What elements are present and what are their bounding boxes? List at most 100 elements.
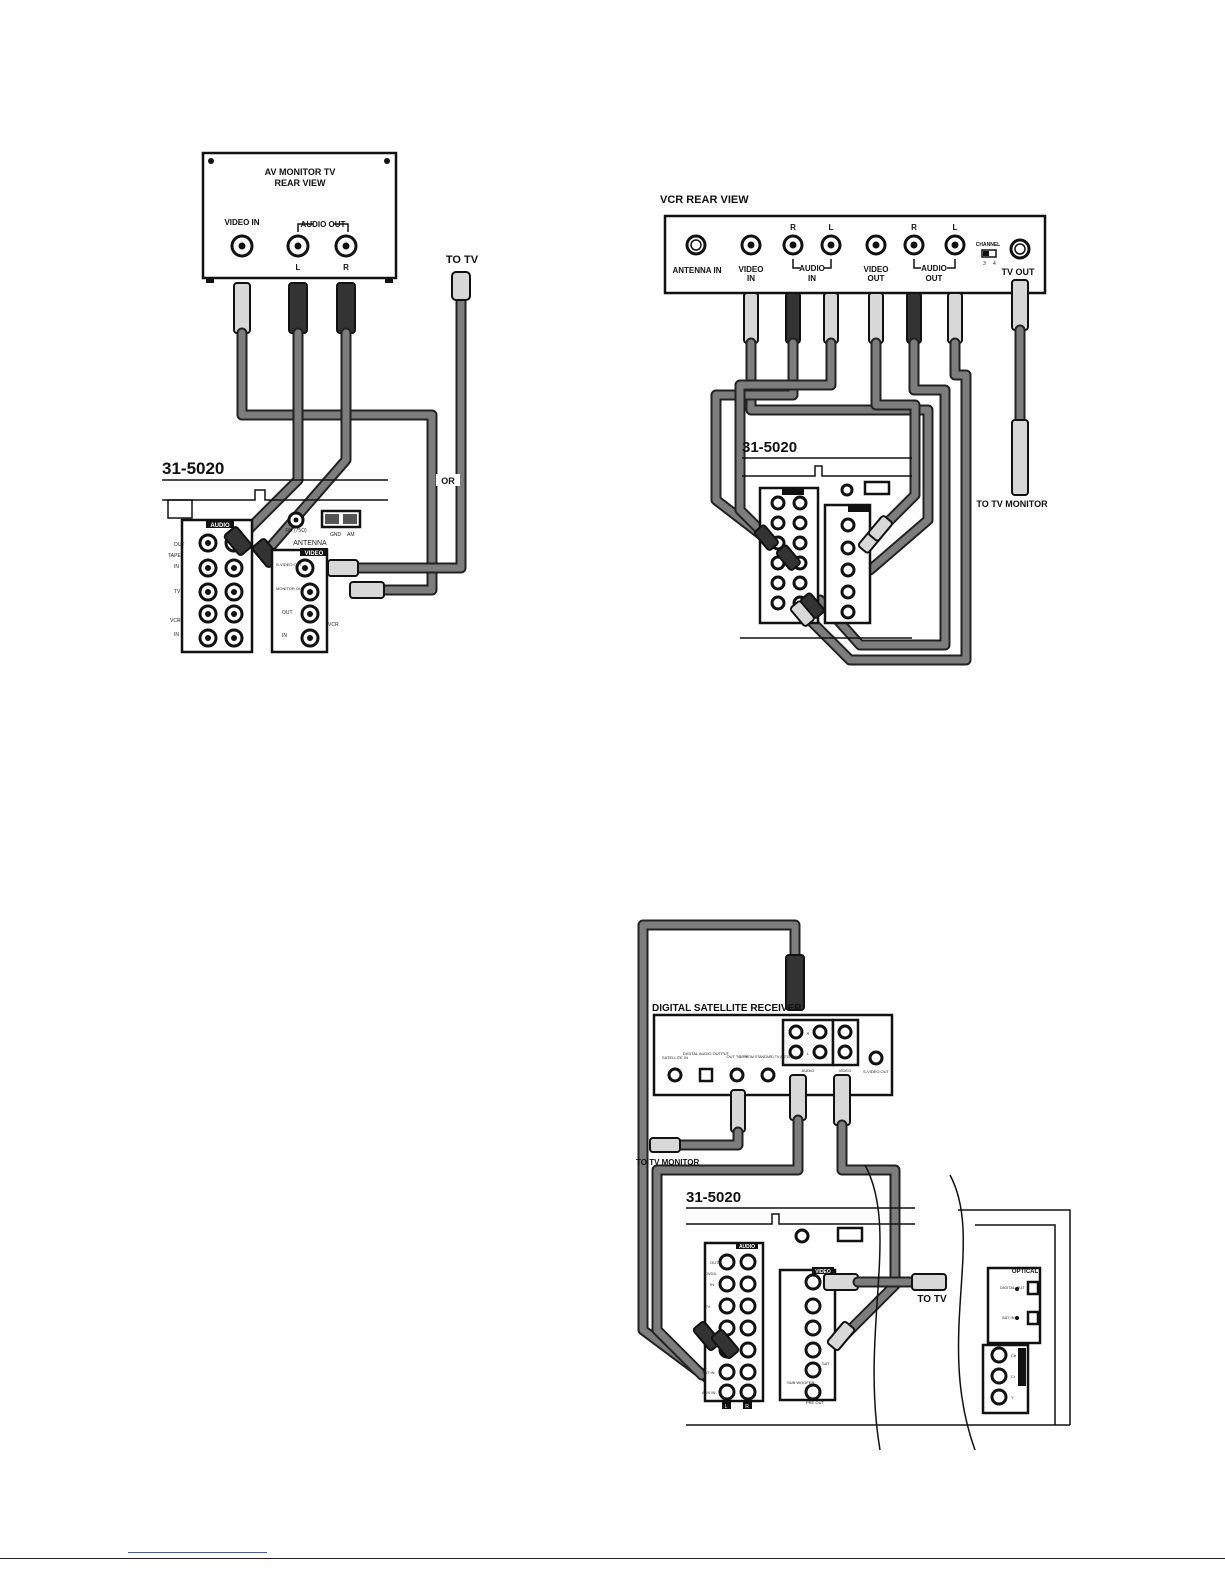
svg-text:L: L: [807, 1051, 810, 1056]
svg-text:R: R: [745, 1404, 749, 1410]
svg-text:MONITOR OUT: MONITOR OUT: [276, 586, 305, 591]
svg-text:AUX IN: AUX IN: [702, 1390, 715, 1395]
svg-text:OUT: OUT: [926, 274, 943, 283]
coax-plug: [1011, 279, 1029, 331]
monitor-subtitle: REAR VIEW: [274, 178, 326, 188]
coax-plug: [1011, 419, 1029, 496]
svg-text:SAT: SAT: [822, 1361, 830, 1366]
svideo-loop-cable: [639, 921, 799, 1384]
svg-text:TO TV MONITOR: TO TV MONITOR: [636, 1158, 699, 1167]
rca-plug: [233, 282, 251, 334]
svg-text:ANTENNA: ANTENNA: [293, 540, 327, 547]
vcr-cable: [796, 339, 970, 664]
svg-text:4: 4: [993, 261, 996, 267]
audio-jacks: [198, 533, 244, 648]
svg-text:CHANNEL: CHANNEL: [976, 242, 1000, 248]
svg-text:AUDIO: AUDIO: [799, 264, 825, 273]
video-cable: [238, 329, 436, 594]
svg-text:TV OUT: TV OUT: [1002, 267, 1036, 277]
rca-plug: [833, 1074, 851, 1126]
antenna-in-jack: [685, 234, 707, 256]
svg-text:R: R: [911, 223, 917, 232]
footer-rule: [0, 1558, 1225, 1559]
svg-text:AUDIO: AUDIO: [739, 1244, 755, 1250]
svg-text:S-VIDEO OUT: S-VIDEO OUT: [863, 1069, 890, 1074]
svg-text:SUB WOOFER: SUB WOOFER: [787, 1380, 814, 1385]
rca-plug: [947, 292, 963, 344]
svg-text:SAT IN: SAT IN: [1002, 1315, 1015, 1320]
svg-text:VCR: VCR: [328, 622, 339, 628]
footer-link-underline[interactable]: [128, 1552, 267, 1553]
screw-icon: [208, 158, 214, 164]
svg-text:VIDEO: VIDEO: [305, 551, 324, 557]
svg-text:DIGITAL AUDIO OUTPUT: DIGITAL AUDIO OUTPUT: [683, 1051, 730, 1056]
video-cable: [838, 1121, 899, 1339]
svg-text:SATELLITE IN: SATELLITE IN: [662, 1055, 688, 1060]
svg-text:VIDEO: VIDEO: [864, 265, 889, 274]
svg-text:3: 3: [983, 261, 986, 267]
svg-text:L: L: [829, 223, 834, 232]
audio-bracket: [297, 223, 349, 232]
svg-text:R: R: [807, 1031, 810, 1036]
svg-text:AM: AM: [347, 532, 355, 538]
svg-text:OUT: OUT: [868, 274, 885, 283]
coax-cable: [671, 1128, 742, 1149]
vcr-cable: [712, 339, 797, 544]
channel-switch: [981, 249, 997, 258]
svg-text:L: L: [725, 1404, 728, 1410]
svideo-cable: [346, 296, 465, 572]
svg-text:IN FROM STANDARD TV ANTENNA: IN FROM STANDARD TV ANTENNA: [739, 1055, 797, 1059]
vcr-cable: [736, 339, 835, 564]
svideo-plug: [327, 559, 359, 577]
svg-text:SAT IN: SAT IN: [702, 1370, 715, 1375]
svg-text:IN: IN: [747, 274, 755, 283]
svg-text:IN: IN: [808, 274, 816, 283]
svg-text:VCR: VCR: [170, 618, 181, 624]
svg-text:OUT: OUT: [282, 610, 293, 616]
svg-text:IN: IN: [282, 633, 287, 639]
svg-text:OUT: OUT: [710, 1260, 719, 1265]
monitor-title: AV MONITOR TV: [265, 167, 336, 177]
svg-text:S-VIDEO OUT: S-VIDEO OUT: [276, 562, 303, 567]
diagram-av-monitor: AV MONITOR TV REAR VIEW VIDEO IN AUDIO O…: [162, 151, 479, 654]
diagram-satellite: DIGITAL SATELLITE RECEIVER AUDIO VIDEO S…: [636, 919, 1071, 1451]
model-label: 31-5020: [162, 459, 224, 478]
video-in-label: VIDEO IN: [224, 218, 259, 227]
svideo-plug: [451, 271, 471, 301]
rca-plug: [349, 581, 385, 599]
svg-text:OPTICAL: OPTICAL: [1012, 1269, 1039, 1275]
screw-icon: [384, 158, 390, 164]
audio-out-label: AUDIO OUT: [301, 220, 346, 229]
svg-text:Cb: Cb: [1011, 1353, 1017, 1358]
svg-text:OUT TO TV: OUT TO TV: [726, 1054, 747, 1059]
to-tv-label: TO TV: [446, 254, 479, 266]
panel-foot: [385, 278, 393, 283]
svg-text:IN: IN: [174, 632, 179, 638]
svg-text:DIGITAL OUT: DIGITAL OUT: [1000, 1285, 1025, 1290]
svg-text:L: L: [953, 223, 958, 232]
rca-plug: [223, 526, 253, 556]
svg-text:TV: TV: [174, 589, 181, 595]
or-label: OR: [441, 476, 455, 486]
rca-plug: [789, 1074, 807, 1121]
receiver-tab: [167, 499, 193, 519]
svg-text:TO TV MONITOR: TO TV MONITOR: [976, 499, 1048, 509]
svg-text:TAPE: TAPE: [168, 553, 181, 559]
rca-plug: [906, 292, 922, 344]
vcr-title: VCR REAR VIEW: [660, 194, 749, 206]
svg-text:TV: TV: [705, 1304, 710, 1309]
svg-text:AUDIO: AUDIO: [210, 523, 230, 529]
right-label: R: [343, 263, 349, 272]
svg-text:IN: IN: [174, 564, 179, 570]
left-label: L: [296, 263, 301, 272]
tv-optical-panel: [986, 1266, 1042, 1345]
svg-text:GND: GND: [330, 532, 342, 538]
diagram-vcr: VCR REAR VIEW ANTENNA IN R L R L VIDEO I…: [660, 194, 1048, 666]
svg-text:Cr: Cr: [1011, 1374, 1016, 1379]
rca-plug: [743, 292, 759, 344]
svg-text:VIDEO: VIDEO: [739, 265, 764, 274]
svg-text:DVD/L: DVD/L: [705, 1271, 718, 1276]
svg-text:31-5020: 31-5020: [686, 1189, 741, 1206]
svg-text:TO TV: TO TV: [917, 1294, 947, 1305]
